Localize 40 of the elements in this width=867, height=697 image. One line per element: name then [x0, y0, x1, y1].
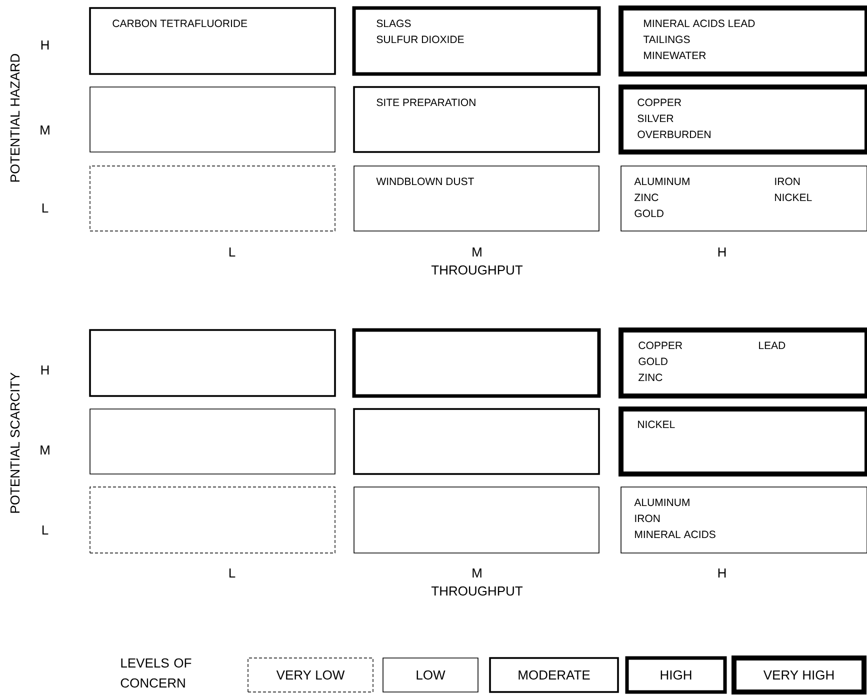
empty-grid-cell	[354, 486, 600, 554]
axis-label: L	[229, 568, 236, 578]
grid-cell: SLAGS SULFUR DIOXIDE	[352, 6, 601, 76]
empty-grid-cell	[90, 86, 336, 152]
axis-label: H	[41, 366, 49, 374]
legend-box: MODERATE	[489, 657, 619, 693]
legend-box: HIGH	[625, 656, 727, 694]
empty-grid-cell	[90, 486, 336, 554]
axis-label: M	[40, 446, 50, 454]
empty-grid-cell	[89, 329, 336, 397]
empty-grid-cell	[90, 408, 336, 474]
axis-label: M	[40, 126, 50, 134]
axis-label: H	[41, 40, 49, 50]
axis-title: POTENTIAL SCARCITY	[10, 372, 20, 513]
axis-label: H	[718, 568, 726, 578]
empty-grid-cell	[352, 328, 601, 398]
axis-label: M	[472, 568, 482, 578]
legend-box: VERY LOW	[248, 658, 374, 692]
grid-cell: ALUMINUM ZINC GOLD IRON NICKEL	[620, 166, 867, 232]
grid-cell: COPPER SILVER OVERBURDEN	[618, 84, 867, 154]
axis-label: H	[718, 248, 726, 256]
grid-cell: CARBON TETRAFLUORIDE	[89, 7, 336, 75]
legend-box: VERY HIGH	[732, 656, 866, 694]
axis-label: M	[472, 248, 482, 256]
grid-cell: WINDBLOWN DUST	[354, 166, 600, 232]
axis-title: POTENTIAL HAZARD	[10, 54, 20, 182]
grid-cell: NICKEL	[618, 406, 867, 476]
legend-title: LEVELS OF CONCERN	[120, 658, 192, 688]
legend-box: LOW	[382, 658, 478, 692]
axis-title: THROUGHPUT	[431, 586, 523, 596]
grid-cell: SITE PREPARATION	[353, 86, 600, 153]
grid-cell: COPPER GOLD ZINC LEAD	[618, 328, 867, 398]
axis-label: L	[42, 204, 48, 212]
grid-cell: ALUMINUM IRON MINERAL ACIDS	[620, 486, 867, 554]
empty-grid-cell	[90, 166, 336, 232]
axis-label: L	[42, 526, 48, 534]
empty-grid-cell	[353, 408, 600, 475]
axis-label: L	[229, 248, 236, 256]
axis-title: THROUGHPUT	[431, 265, 523, 275]
grid-cell: MINERAL ACIDS LEAD TAILINGS MINEWATER	[618, 6, 867, 76]
